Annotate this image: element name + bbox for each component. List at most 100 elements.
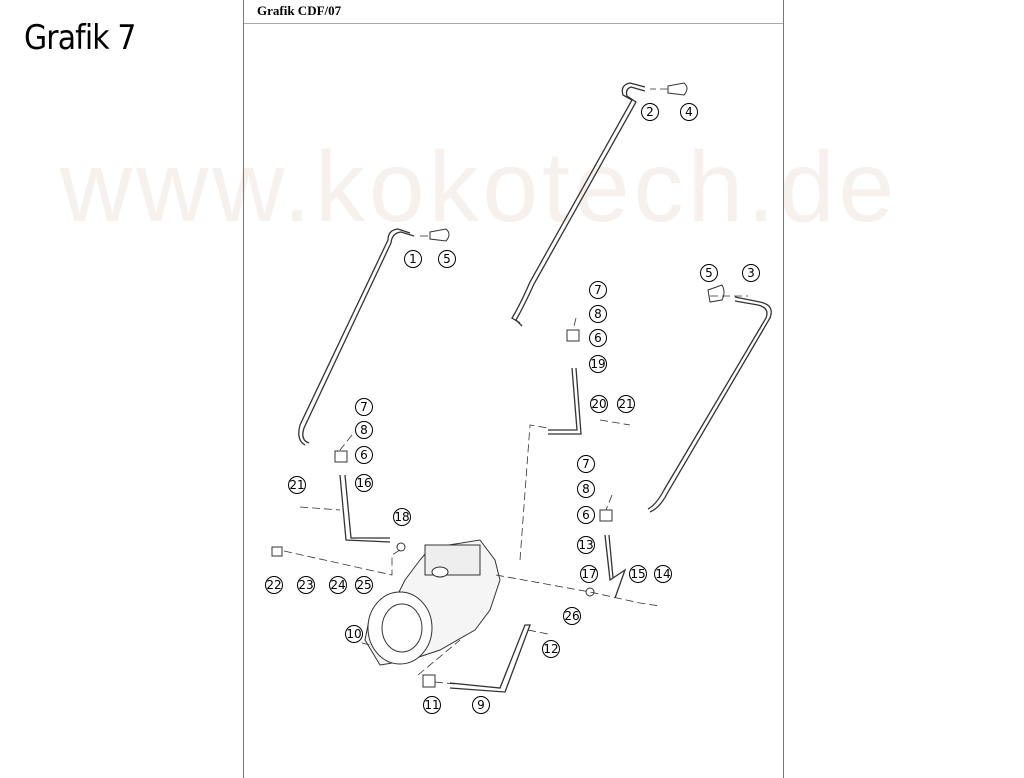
- callout-7: 7: [589, 281, 607, 299]
- callout-circle: [404, 250, 422, 268]
- callout-11: 11: [423, 696, 441, 714]
- callout-label: 8: [360, 423, 368, 437]
- callout-circle: [265, 576, 283, 594]
- callout-10: 10: [345, 625, 363, 643]
- lever-13: [604, 534, 627, 599]
- callout-circle: [589, 305, 607, 323]
- callout-circle: [654, 565, 672, 583]
- block-6-right: [599, 509, 613, 522]
- lever-19: [548, 367, 582, 435]
- callout-circle: [542, 640, 560, 658]
- callout-4: 4: [680, 103, 698, 121]
- block-6-left: [334, 450, 348, 463]
- callout-circle: [700, 264, 718, 282]
- callout-label: 12: [543, 642, 558, 656]
- lever-16: [339, 474, 391, 543]
- callout-label: 7: [594, 283, 602, 297]
- callout-2: 2: [641, 103, 659, 121]
- cap: [431, 566, 449, 578]
- callout-9: 9: [472, 696, 490, 714]
- callout-circle: [355, 398, 373, 416]
- callout-circle: [577, 536, 595, 554]
- callout-26: 26: [563, 607, 581, 625]
- rod-right: [649, 296, 772, 513]
- callout-circle: [355, 576, 373, 594]
- callout-5: 5: [438, 250, 456, 268]
- callout-label: 15: [630, 567, 645, 581]
- callout-23: 23: [297, 576, 315, 594]
- knob-4: [667, 82, 688, 96]
- callout-circle: [329, 576, 347, 594]
- callout-label: 4: [685, 105, 693, 119]
- callout-label: 2: [646, 105, 654, 119]
- callout-label: 25: [356, 578, 371, 592]
- callout-label: 16: [356, 476, 371, 490]
- callout-5: 5: [700, 264, 718, 282]
- callout-label: 1: [409, 252, 417, 266]
- callout-circle: [629, 565, 647, 583]
- parts: [271, 82, 725, 688]
- callout-label: 13: [578, 538, 593, 552]
- callout-circle: [355, 474, 373, 492]
- callout-circle: [589, 281, 607, 299]
- callout-label: 6: [594, 331, 602, 345]
- diagram-frame: Grafik CDF/07: [243, 0, 784, 778]
- page-title: Grafik 7: [24, 18, 136, 58]
- callout-21: 21: [288, 476, 306, 494]
- callout-circle: [472, 696, 490, 714]
- callout-label: 19: [590, 357, 605, 371]
- rod-left: [298, 228, 411, 446]
- callout-8: 8: [577, 480, 595, 498]
- callout-1: 1: [404, 250, 422, 268]
- callout-circle: [589, 329, 607, 347]
- callout-12: 12: [542, 640, 560, 658]
- block-6-middle: [566, 329, 580, 342]
- callout-3: 3: [742, 264, 760, 282]
- callout-label: 17: [581, 567, 596, 581]
- callout-circle: [423, 696, 441, 714]
- assembly-lines: [283, 88, 748, 685]
- linkage-rods: [298, 82, 772, 693]
- callout-19: 19: [589, 355, 607, 373]
- callout-label: 5: [705, 266, 713, 280]
- callout-circle: [590, 395, 608, 413]
- callout-label: 21: [289, 478, 304, 492]
- callout-20: 20: [590, 395, 608, 413]
- callout-circle: [438, 250, 456, 268]
- callout-label: 7: [582, 457, 590, 471]
- callout-circle: [580, 565, 598, 583]
- callout-17: 17: [580, 565, 598, 583]
- callout-25: 25: [355, 576, 373, 594]
- knob-5-left: [429, 228, 450, 242]
- callout-circle: [577, 455, 595, 473]
- callout-label: 21: [618, 397, 633, 411]
- callout-label: 9: [477, 698, 485, 712]
- callout-8: 8: [589, 305, 607, 323]
- callout-circle: [355, 421, 373, 439]
- callout-6: 6: [589, 329, 607, 347]
- diagram-header: Grafik CDF/07: [244, 0, 783, 24]
- callout-7: 7: [577, 455, 595, 473]
- callout-21: 21: [617, 395, 635, 413]
- callout-label: 14: [655, 567, 670, 581]
- callout-18: 18: [393, 508, 411, 526]
- callout-label: 26: [564, 609, 579, 623]
- callout-circle: [577, 506, 595, 524]
- callout-label: 11: [424, 698, 439, 712]
- callout-15: 15: [629, 565, 647, 583]
- callout-label: 23: [298, 578, 313, 592]
- callout-label: 7: [360, 400, 368, 414]
- callout-6: 6: [577, 506, 595, 524]
- callout-circle: [393, 508, 411, 526]
- lever-9: [449, 624, 531, 693]
- callout-8: 8: [355, 421, 373, 439]
- callout-label: 5: [443, 252, 451, 266]
- callout-label: 8: [594, 307, 602, 321]
- callout-24: 24: [329, 576, 347, 594]
- callout-circle: [742, 264, 760, 282]
- callout-label: 6: [582, 508, 590, 522]
- callout-7: 7: [355, 398, 373, 416]
- callout-label: 18: [394, 510, 409, 524]
